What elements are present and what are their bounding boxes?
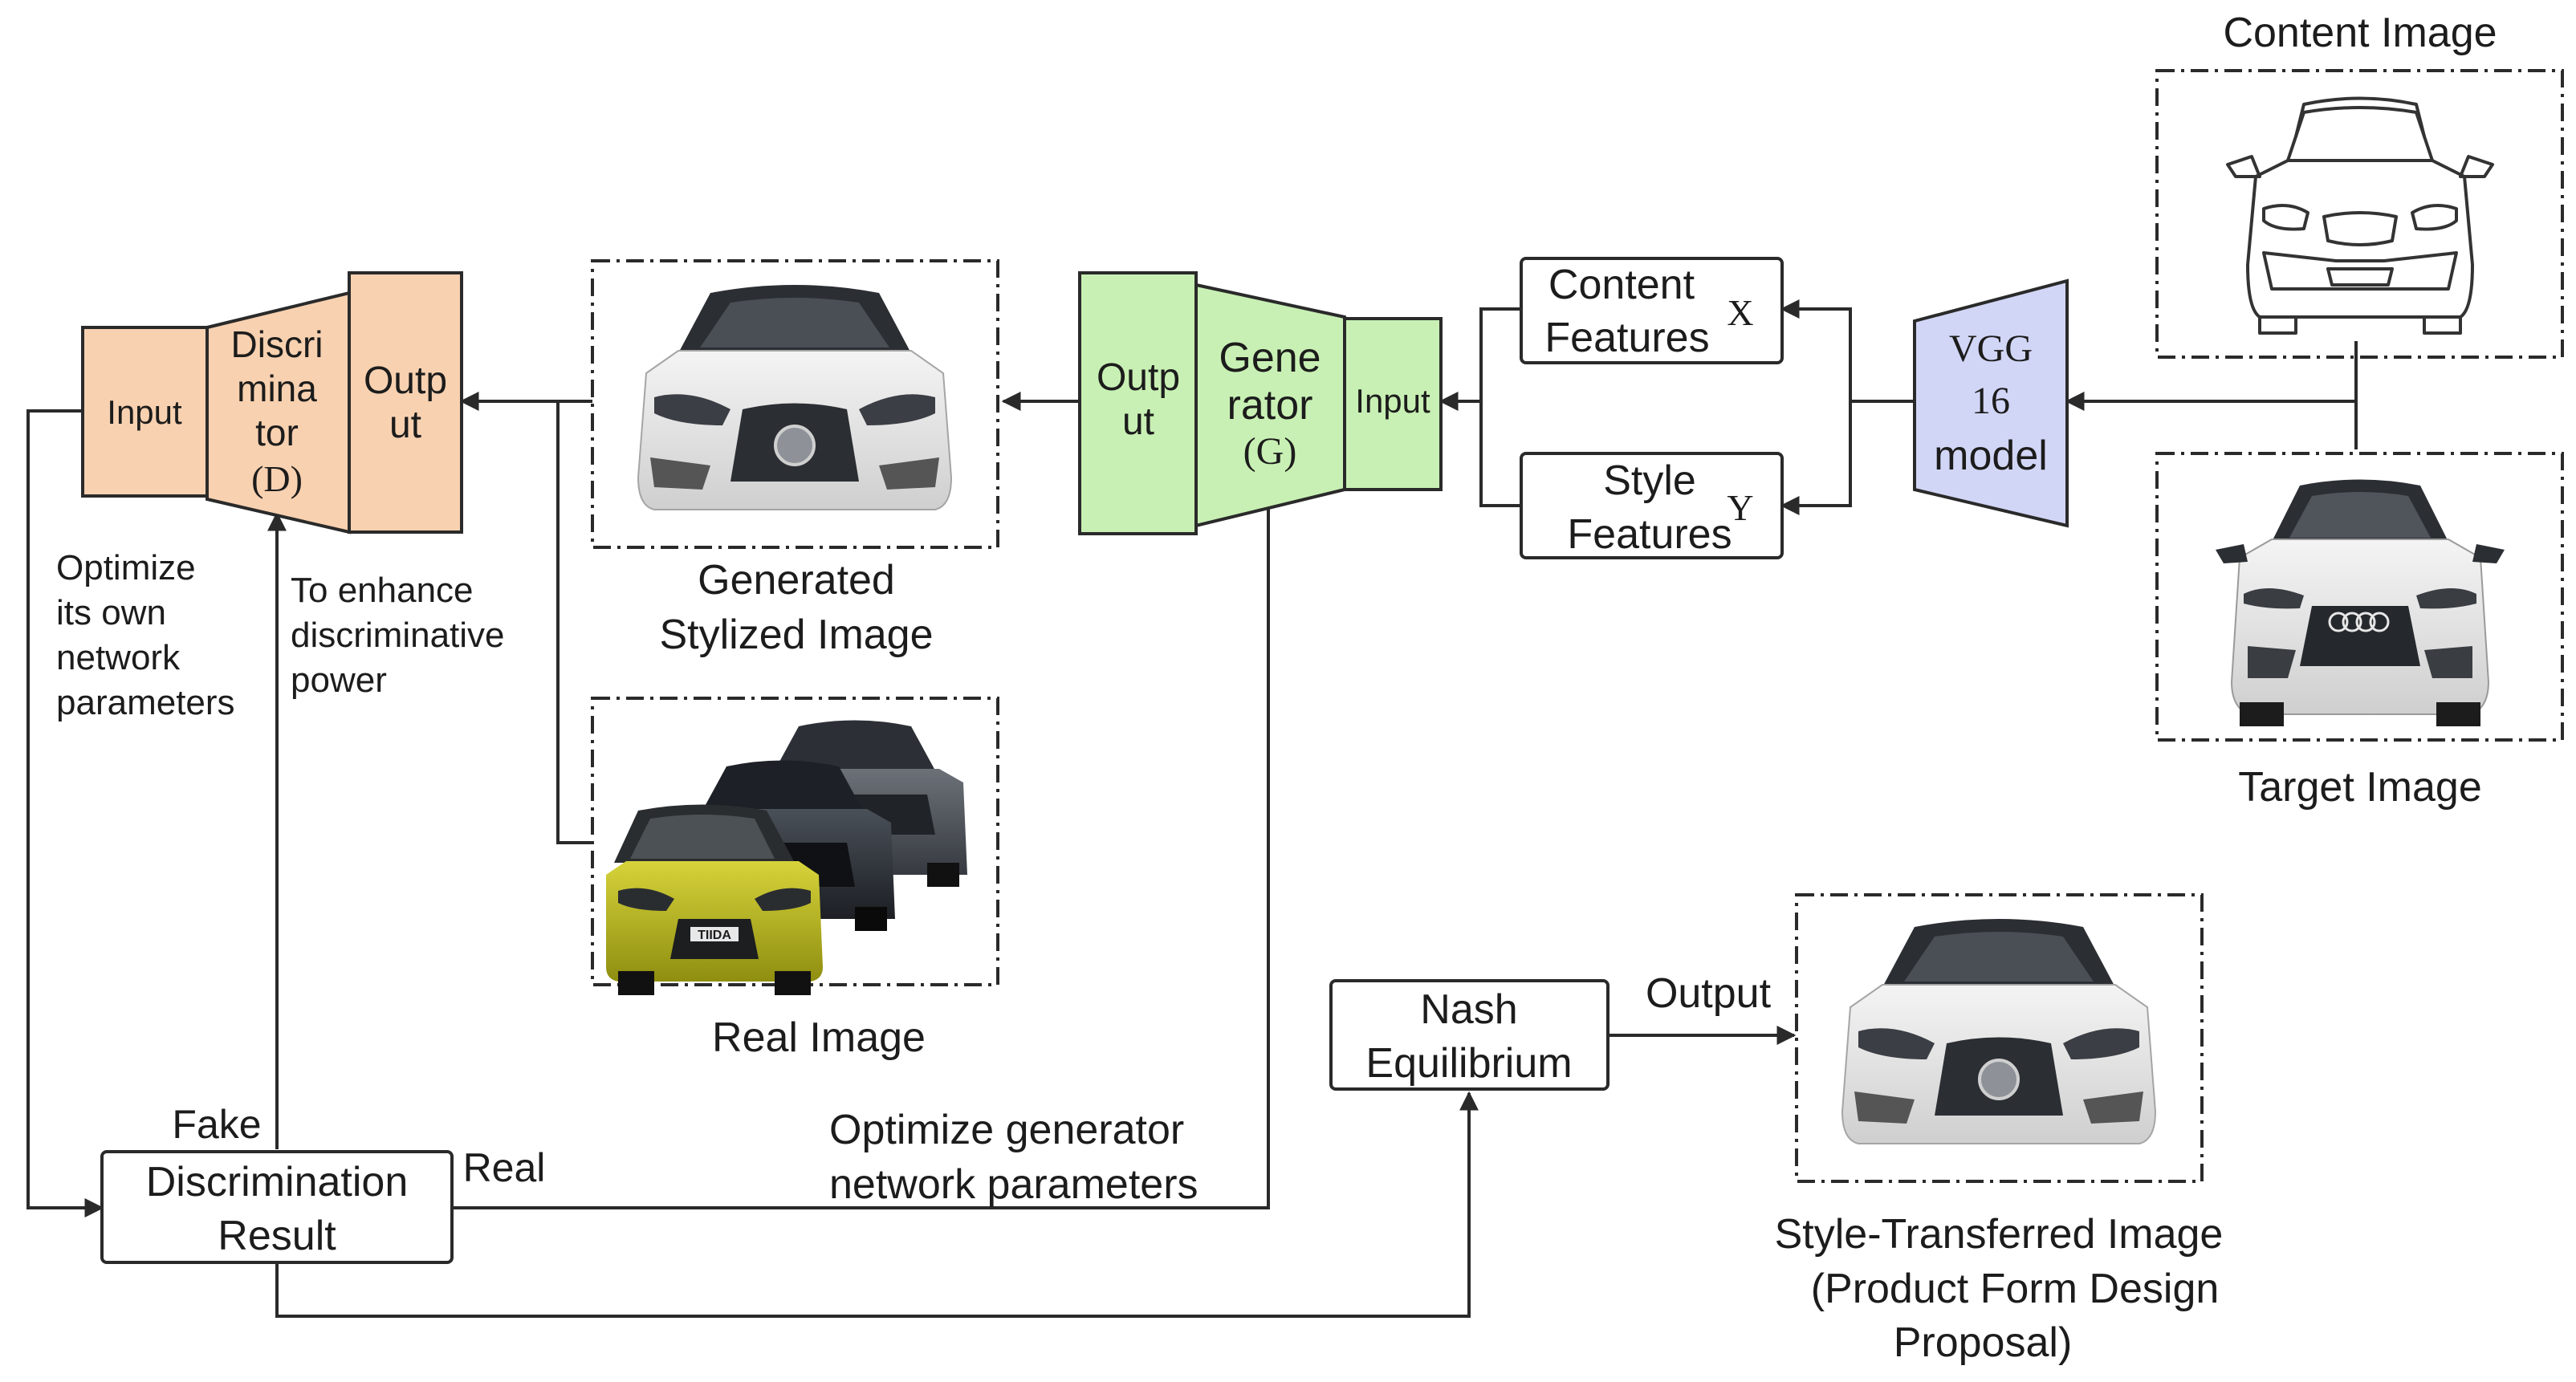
generated-car-photo (637, 285, 953, 510)
vgg-line: 16 (1972, 380, 2010, 422)
enhance-line: power (291, 661, 387, 700)
discriminator-input-box (81, 326, 209, 498)
line-content-features-out (1479, 307, 1521, 401)
generator-input-label: Input (1355, 382, 1430, 420)
discrimination-result-box (100, 1150, 454, 1264)
discriminator-name-line: mina (237, 368, 317, 409)
nash-equilibrium-line: Equilibrium (1365, 1040, 1572, 1087)
enhance-line: discriminative (291, 616, 505, 655)
line-real-to-discriminator (556, 401, 592, 844)
vgg-model-block (1913, 278, 2069, 528)
optimize-own-line: parameters (56, 683, 235, 722)
fake-label: Fake (172, 1102, 261, 1147)
generated-image-label-line: Generated (698, 557, 895, 604)
generator-output-line: ut (1122, 400, 1154, 443)
discrimination-result-line: Discrimination (146, 1159, 409, 1205)
discriminator-output-line: Outp (364, 360, 447, 402)
real-car-yellow: TIIDA (606, 804, 823, 995)
discrimination-result-line: Result (218, 1213, 336, 1259)
style-features-symbol: Y (1727, 487, 1753, 528)
real-image-frame (591, 697, 999, 986)
generated-image-label-line: Stylized Image (659, 612, 933, 658)
discriminator (81, 271, 463, 535)
optimize-own-line: its own (56, 593, 166, 632)
discriminator-output-line: ut (389, 404, 421, 446)
optimize-generator-line: Optimize generator (829, 1107, 1184, 1153)
connectors (26, 299, 2358, 1318)
vgg-line: VGG (1949, 327, 2033, 370)
content-image-label: Content Image (2223, 10, 2497, 56)
generator-name-line: Gene (1219, 335, 1321, 381)
target-image-frame (2155, 452, 2564, 742)
arrow-to-content-features (1780, 299, 1852, 401)
generated-image-frame (591, 259, 999, 549)
vgg-line: model (1934, 433, 2048, 479)
generator-output-box (1078, 271, 1198, 535)
arrow-to-style-features (1780, 401, 1852, 515)
nash-equilibrium-box (1329, 979, 1609, 1091)
optimize-own-line: network (56, 638, 181, 677)
discriminator-output-box (348, 271, 463, 534)
optimize-own-line: Optimize (56, 548, 196, 587)
target-image-label: Target Image (2238, 764, 2482, 811)
real-label: Real (463, 1145, 546, 1190)
generator-output-line: Outp (1097, 356, 1180, 399)
style-features-line: Style (1603, 457, 1696, 504)
generator-symbol: (G) (1243, 430, 1297, 473)
arrow-result-to-nash (275, 1091, 1479, 1318)
discriminator-name-line: tor (255, 412, 299, 453)
output-label: Output (1646, 970, 1772, 1017)
generator-input-box (1343, 317, 1443, 491)
style-features-box (1520, 452, 1784, 559)
generator (1078, 271, 1443, 535)
content-features-line: Features (1544, 315, 1709, 361)
target-car-photo (2216, 479, 2505, 726)
generator-name-line: rator (1227, 382, 1313, 429)
transferred-image-label-line: Style-Transferred Image (1775, 1211, 2224, 1258)
real-cars-photo: TIIDA (606, 720, 967, 995)
content-features-line: Content (1548, 262, 1695, 308)
arrow-images-to-vgg (2065, 341, 2358, 411)
transferred-image-label-line: Proposal) (1894, 1319, 2073, 1366)
content-image-frame (2155, 69, 2564, 359)
arrow-real-to-generator (452, 443, 1278, 1209)
enhance-line: To enhance (291, 571, 474, 610)
transferred-image-label-line: (Product Form Design (1811, 1266, 2220, 1312)
content-features-box (1520, 257, 1784, 364)
content-features-symbol: X (1727, 292, 1753, 333)
discriminator-input-label: Input (107, 393, 182, 431)
style-features-line: Features (1567, 511, 1732, 558)
real-car-badge: TIIDA (698, 929, 731, 942)
discriminator-name-line: Discri (231, 323, 324, 365)
nash-equilibrium-line: Nash (1420, 986, 1517, 1033)
line-style-features-out (1479, 401, 1521, 507)
output-car-photo (1841, 919, 2157, 1144)
content-car-sketch (2226, 96, 2494, 335)
real-image-label: Real Image (712, 1014, 926, 1061)
optimize-generator-line: network parameters (829, 1161, 1198, 1208)
output-image-frame (1795, 893, 2204, 1183)
discriminator-symbol: (D) (251, 458, 303, 499)
arrow-input-to-result (26, 409, 104, 1217)
